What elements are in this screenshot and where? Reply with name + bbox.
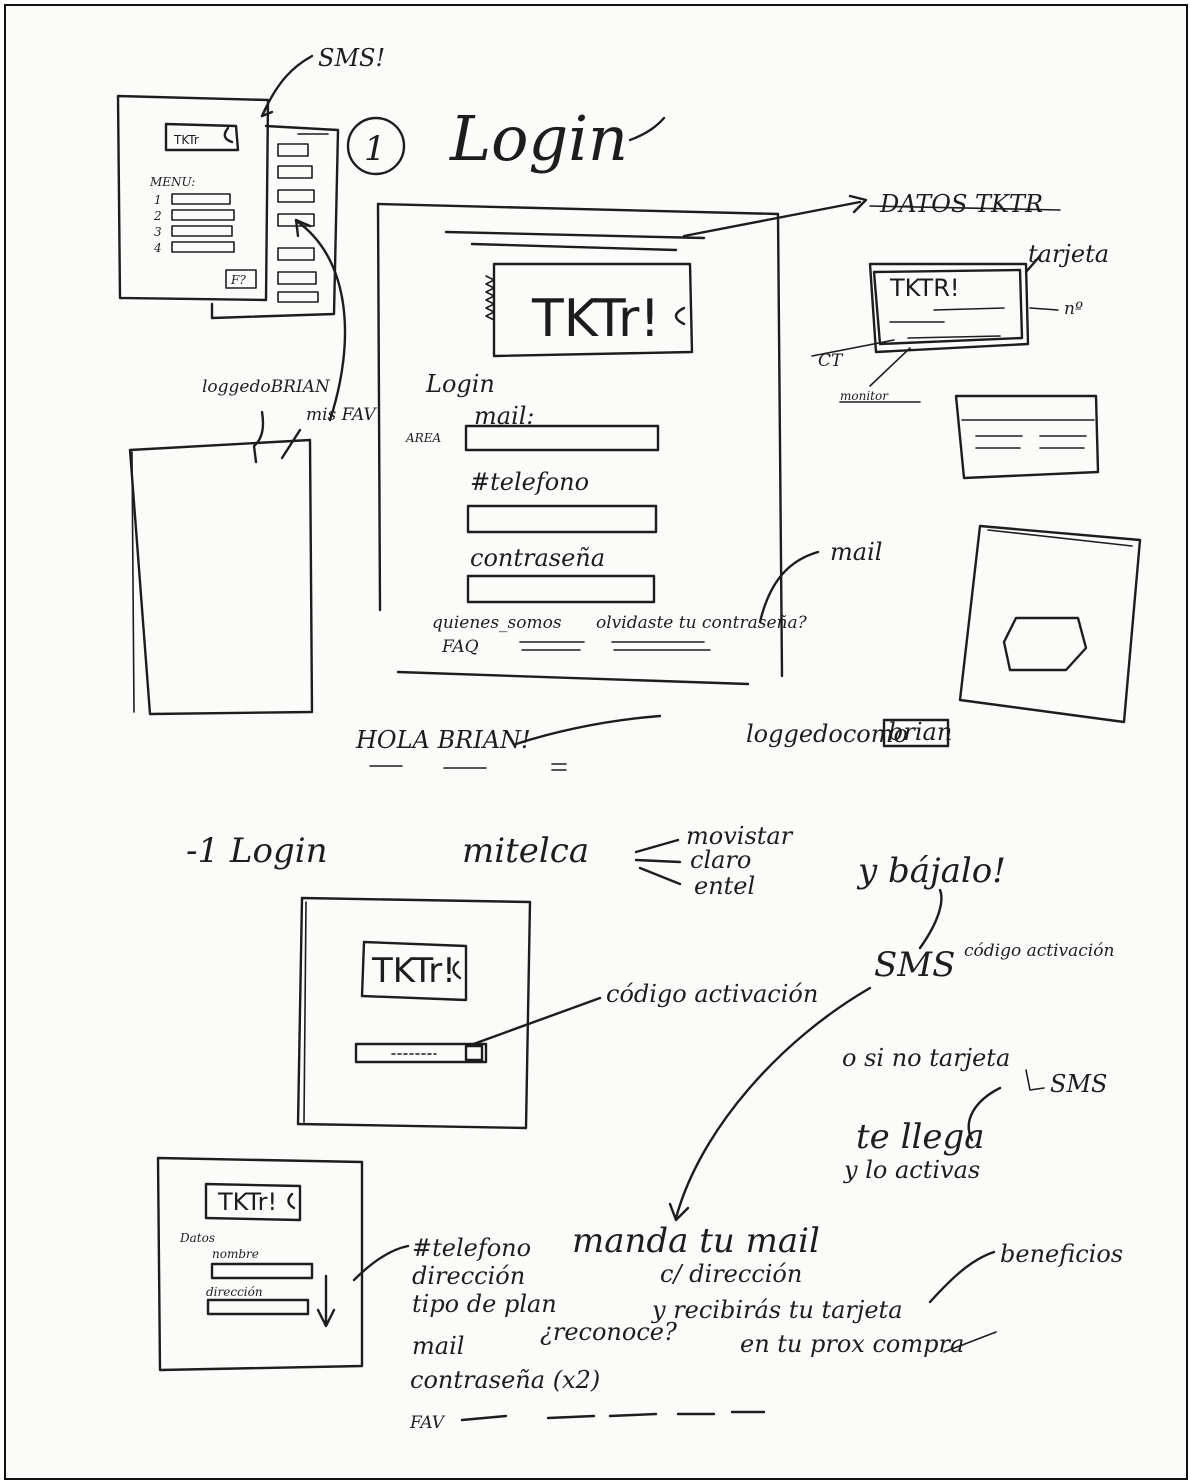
register-logo: TKTr! xyxy=(217,1188,277,1216)
alt-sms-note: SMS xyxy=(1050,1070,1107,1098)
register-field-direccion: dirección xyxy=(412,1262,525,1290)
menu-item-box xyxy=(171,193,231,205)
activation-step: -1 Login xyxy=(186,831,328,871)
sketch-sheet xyxy=(4,4,1188,1480)
code-label-note: código activación xyxy=(606,980,818,1008)
field-label-contrasena: contraseña xyxy=(470,544,605,572)
te-llega-note: te llega xyxy=(856,1117,985,1157)
side-label: AREA xyxy=(405,431,441,445)
login-screen-sketch: TKTr! Login mail: AREA #telefono contras… xyxy=(376,202,808,686)
step-circle xyxy=(346,116,406,176)
login-section-label: Login xyxy=(425,370,495,398)
menu-item-box xyxy=(171,209,235,221)
right-annotations: DATOS TKTR TKTR! tarjeta nº CT monitor m… xyxy=(682,190,1142,748)
mail-note: mail xyxy=(830,538,882,566)
register-field-plan: tipo de plan xyxy=(412,1290,557,1318)
send-line-3: y recibirás tu tarjeta xyxy=(651,1296,903,1324)
alt-card-note: o si no tarjeta xyxy=(842,1044,1010,1072)
faq-label: F? xyxy=(230,273,246,287)
direccion-label: dirección xyxy=(206,1285,263,1299)
carrier-entel: entel xyxy=(694,872,755,900)
brian-box xyxy=(882,718,950,748)
mis-fav-note: mis FAV xyxy=(306,405,377,425)
link-olvidaste[interactable]: olvidaste tu contraseña? xyxy=(596,613,808,633)
link-quienes-somos[interactable]: quienes_somos xyxy=(432,613,562,633)
telefono-field[interactable] xyxy=(466,504,658,534)
carrier-claro: claro xyxy=(690,846,751,874)
page-title-group: 1 Login xyxy=(346,102,666,176)
hola-brian-note: HOLA BRIAN! xyxy=(355,714,662,771)
card-sub-note: monitor xyxy=(840,389,889,403)
numero-note: nº xyxy=(1064,299,1083,319)
register-field-contrasena: contraseña (x2) xyxy=(410,1366,600,1394)
mitelca-note: mitelca xyxy=(462,831,589,871)
reconoce-note: ¿reconoce? xyxy=(540,1318,677,1346)
menu-item-box xyxy=(171,241,235,253)
carrier-movistar: movistar xyxy=(686,822,794,850)
logged-como-note: loggedocomo xyxy=(746,720,908,748)
sms-code-note: código activación xyxy=(964,941,1114,961)
send-line-4: en tu prox compra xyxy=(740,1330,964,1358)
card-logo: TKTR! xyxy=(889,274,960,302)
menu-item-number: 4 xyxy=(153,241,162,255)
ct-note: CT xyxy=(818,351,844,371)
faq-link[interactable]: FAQ xyxy=(441,637,479,657)
menu-item-number: 1 xyxy=(154,193,162,207)
activation-code-field[interactable] xyxy=(354,1042,488,1064)
faq-box xyxy=(225,269,257,289)
menu-phone-logo: TKTr xyxy=(173,133,199,147)
menu-phone-sketch: TKTr MENU: 1 2 3 4 F? SMS! xyxy=(116,44,385,320)
activation-logo: TKTr! xyxy=(371,951,456,991)
menu-item-box xyxy=(171,225,233,237)
submit-box[interactable] xyxy=(464,1044,484,1062)
field-label-telefono: #telefono xyxy=(470,468,589,496)
register-field-mail: mail xyxy=(412,1332,464,1360)
lo-activas-note: y lo activas xyxy=(843,1156,980,1184)
login-logo: TKTr! xyxy=(531,289,660,349)
datos-note: DATOS TKTR xyxy=(879,190,1043,218)
send-line-2: c/ dirección xyxy=(660,1260,802,1288)
tarjeta-note: tarjeta xyxy=(1028,240,1109,268)
page-title: Login xyxy=(449,102,628,175)
menu-item-number: 3 xyxy=(154,225,162,239)
step-number: 1 xyxy=(364,129,386,169)
bajalo-note: y bájalo! xyxy=(856,851,1006,891)
send-line-1: manda tu mail xyxy=(572,1221,820,1261)
mail-field[interactable] xyxy=(464,424,660,452)
menu-label: MENU: xyxy=(149,175,195,189)
menu-item-number: 2 xyxy=(153,209,162,223)
contrasena-field[interactable] xyxy=(466,574,656,604)
register-field-telefono: #telefono xyxy=(412,1234,531,1262)
brian-note: brian xyxy=(888,718,952,746)
activation-section: -1 Login mitelca movistar claro entel y … xyxy=(186,822,1114,1222)
nombre-label: nombre xyxy=(212,1247,259,1261)
beneficios-note: beneficios xyxy=(1000,1240,1123,1268)
datos-label: Datos xyxy=(179,1231,215,1245)
fav-note: FAV xyxy=(409,1413,446,1433)
hola-text: HOLA BRIAN! xyxy=(355,726,531,754)
logged-brian-note: loggedoBRIAN xyxy=(202,377,331,397)
fav-phone-sketch: loggedoBRIAN mis FAV xyxy=(128,377,377,716)
nombre-field[interactable] xyxy=(210,1262,314,1280)
register-section: TKTr! Datos nombre dirección #telefono d… xyxy=(156,1156,1123,1433)
sms-top-label: SMS! xyxy=(318,44,385,72)
direccion-field[interactable] xyxy=(206,1298,310,1316)
sms-note: SMS xyxy=(874,945,955,985)
